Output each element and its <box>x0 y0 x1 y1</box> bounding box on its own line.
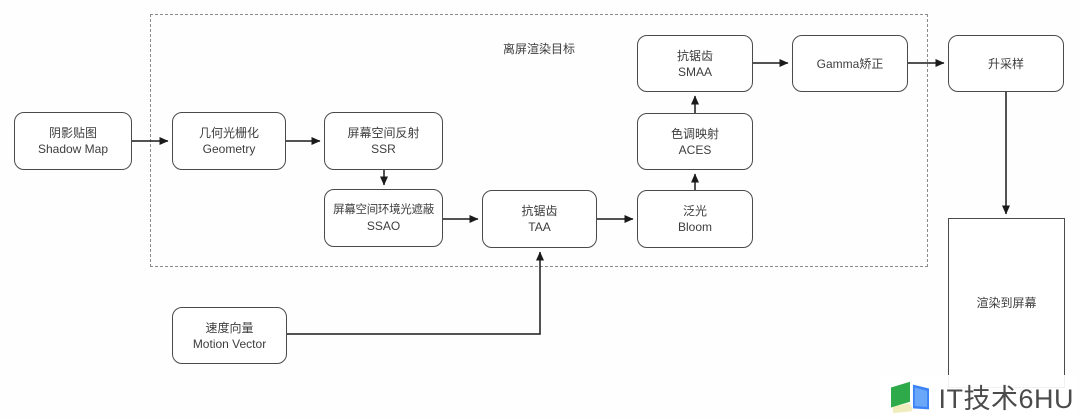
node-label-en: Motion Vector <box>192 336 267 351</box>
node-label-zh: 抗锯齿 <box>521 204 558 218</box>
node-label-en: SSR <box>371 142 396 156</box>
node-label-zh: 抗锯齿 <box>676 48 713 63</box>
node-label-zh: 屏幕空间环境光遮蔽 <box>333 204 434 216</box>
watermark-text: IT技术6HU <box>938 384 1074 414</box>
node-shadow-map: 阴影贴图 Shadow Map <box>14 112 132 170</box>
node-label-zh: 升采样 <box>987 56 1024 71</box>
watermark: IT技术6HU <box>881 375 1078 419</box>
node-label-zh: 阴影贴图 <box>48 126 97 140</box>
node-label-en: ACES <box>678 142 712 157</box>
offscreen-group-label: 离屏渲染目标 <box>502 42 575 56</box>
node-smaa: 抗锯齿 SMAA <box>637 35 753 92</box>
node-label-en: TAA <box>528 220 551 234</box>
node-motion-vector: 速度向量 Motion Vector <box>172 307 287 364</box>
node-label-zh: 色调映射 <box>670 126 719 141</box>
node-label-zh: 渲染到屏幕 <box>976 296 1037 310</box>
node-label-zh: 速度向量 <box>205 320 254 335</box>
node-upsample: 升采样 <box>948 35 1064 92</box>
node-ssao: 屏幕空间环境光遮蔽 SSAO <box>324 189 443 247</box>
node-label-en: SSAO <box>366 219 401 233</box>
node-render-to-screen: 渲染到屏幕 <box>948 218 1065 388</box>
node-ssr: 屏幕空间反射 SSR <box>324 112 443 170</box>
node-label-en: Bloom <box>677 220 712 234</box>
node-aces: 色调映射 ACES <box>637 113 753 170</box>
node-label-en: Geometry <box>202 142 256 156</box>
open-book-logo-icon <box>891 381 930 413</box>
node-label-zh: 屏幕空间反射 <box>347 126 420 140</box>
node-label-zh: 泛光 <box>682 204 707 218</box>
node-bloom: 泛光 Bloom <box>637 190 753 248</box>
node-label-zh: Gamma矫正 <box>816 56 884 71</box>
node-label-en: Shadow Map <box>37 142 109 156</box>
node-geometry: 几何光栅化 Geometry <box>172 112 286 170</box>
node-label-en: SMAA <box>677 64 712 79</box>
node-gamma-correction: Gamma矫正 <box>792 35 908 92</box>
node-label-zh: 几何光栅化 <box>198 126 259 140</box>
node-taa: 抗锯齿 TAA <box>482 190 597 248</box>
